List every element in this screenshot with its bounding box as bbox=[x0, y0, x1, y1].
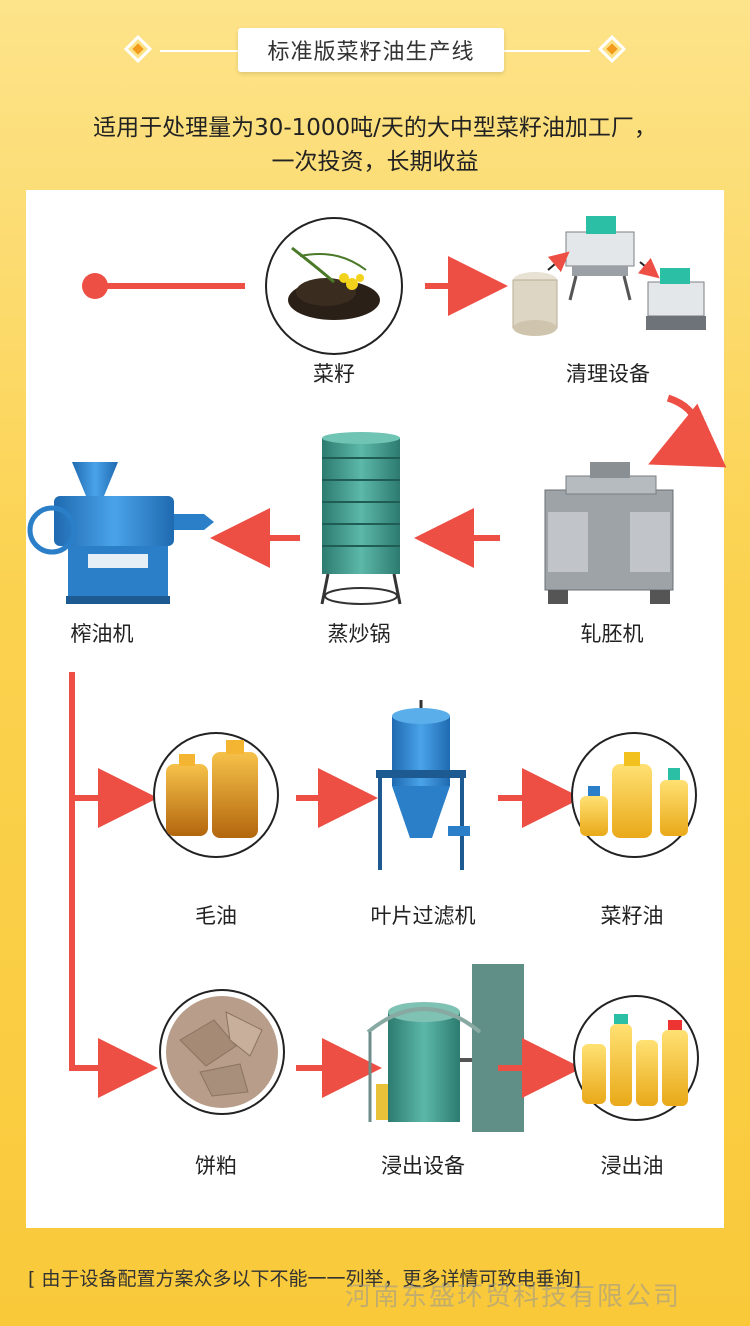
label-cooker: 蒸炒锅 bbox=[327, 622, 391, 646]
label-flaking: 轧胚机 bbox=[580, 622, 644, 646]
label-rapeseed: 菜籽 bbox=[313, 362, 355, 386]
oil-press-image bbox=[27, 462, 214, 604]
leaf-filter-image bbox=[376, 700, 470, 870]
label-crude-oil: 毛油 bbox=[195, 904, 237, 928]
label-cake: 饼粕 bbox=[195, 1154, 237, 1178]
crude-oil-image bbox=[153, 732, 279, 858]
cooker-image bbox=[320, 432, 402, 605]
subtitle-line1: 适用于处理量为30-1000吨/天的大中型菜籽油加工厂， bbox=[93, 115, 657, 141]
label-press: 榨油机 bbox=[70, 622, 134, 646]
arrow-curve-cleaning-flaking bbox=[648, 394, 727, 468]
rapeseed-oil-image bbox=[571, 732, 697, 858]
subtitle-line2: 一次投资，长期收益 bbox=[271, 149, 479, 175]
footer-note: [ 由于设备配置方案众多以下不能一一列举，更多详情可致电垂询] bbox=[28, 1268, 581, 1290]
title-line-right bbox=[504, 50, 590, 52]
label-cleaning: 清理设备 bbox=[566, 362, 650, 386]
rapeseed-image bbox=[265, 217, 403, 355]
page-title: 标准版菜籽油生产线 bbox=[238, 28, 504, 72]
label-extracted-oil: 浸出油 bbox=[600, 1154, 664, 1178]
start-dot bbox=[82, 273, 108, 299]
extracted-oil-image bbox=[573, 995, 699, 1121]
label-leaf-filter: 叶片过滤机 bbox=[370, 904, 476, 928]
cake-image bbox=[159, 989, 285, 1115]
extraction-image bbox=[366, 964, 524, 1132]
cleaning-image bbox=[512, 216, 706, 336]
label-rapeseed-oil: 菜籽油 bbox=[600, 904, 664, 928]
watermark: 河南东盛环贸科技有限公司 bbox=[345, 1282, 682, 1312]
label-extraction: 浸出设备 bbox=[381, 1154, 465, 1178]
flaking-mill-image bbox=[544, 462, 674, 604]
title-line-left bbox=[160, 50, 238, 52]
